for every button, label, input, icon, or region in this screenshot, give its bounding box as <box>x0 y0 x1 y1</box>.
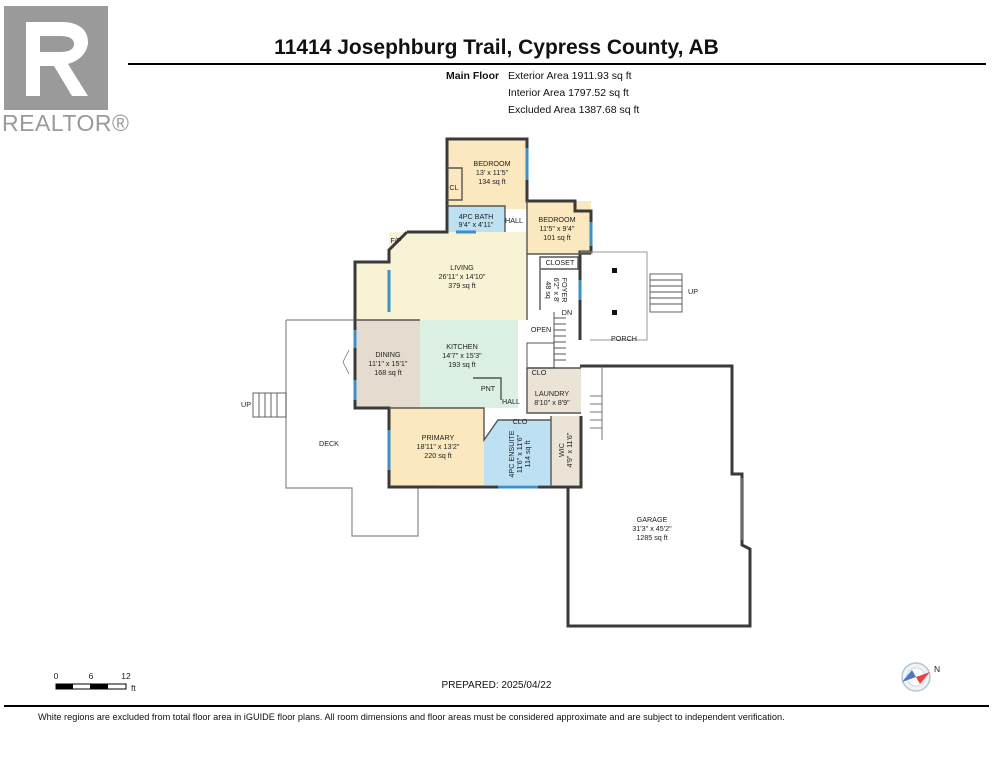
bath-name: 4PC BATH <box>459 212 494 221</box>
closet-label-cl: CL <box>449 183 458 192</box>
stairs-deck <box>252 392 287 418</box>
bedroom1-fill <box>447 139 527 209</box>
compass-icon: N <box>901 662 940 692</box>
porch-stairs-up: UP <box>688 287 698 296</box>
porch-label: PORCH <box>611 334 637 343</box>
exterior-area: Exterior Area 1911.93 sq ft <box>508 70 632 82</box>
garage-dims: 31'3" x 45'2" <box>632 524 672 533</box>
bedroom1-name: BEDROOM <box>473 159 510 168</box>
foyer-name: FOYER <box>560 278 569 303</box>
bedroom2-area: 101 sq ft <box>543 233 571 242</box>
foyer-dims: 6'2" x 8' <box>552 278 561 304</box>
laundry-closet-label: CLO <box>532 368 547 377</box>
open-label: OPEN <box>531 325 551 334</box>
foyer-area: 48 sq <box>544 281 553 299</box>
living-name: LIVING <box>450 263 474 272</box>
windows <box>353 148 593 489</box>
living-dims: 26'11" x 14'10" <box>439 272 486 281</box>
wic-name: WIC <box>557 443 566 457</box>
bath-fill <box>447 206 505 232</box>
bath-dims: 9'4" x 4'11" <box>459 220 494 229</box>
porch-post <box>612 310 617 315</box>
scale-tick-12: 12 <box>121 671 131 681</box>
excluded-area: Excluded Area 1387.68 sq ft <box>508 104 640 116</box>
stairs-porch <box>649 273 683 313</box>
dining-dims: 11'1" x 15'1" <box>369 359 408 368</box>
ensuite-fill <box>484 420 551 485</box>
compass-north-label: N <box>934 664 940 674</box>
deck-label: DECK <box>319 439 339 448</box>
wic-fill <box>551 416 581 485</box>
closet-fill <box>542 257 578 269</box>
laundry-name: LAUNDRY <box>535 389 569 398</box>
primary-area: 220 sq ft <box>424 451 452 460</box>
door-swing <box>342 349 350 375</box>
closet-label: CLOSET <box>546 258 575 267</box>
stairs-dn-label: DN <box>562 308 572 317</box>
fireplace-label: F/P <box>390 236 401 245</box>
porch-post <box>612 268 617 273</box>
dining-name: DINING <box>375 350 401 359</box>
realtor-logo <box>4 6 108 110</box>
footer-divider <box>4 705 989 707</box>
disclaimer: White regions are excluded from total fl… <box>38 712 785 722</box>
foyer-label-group: FOYER 6'2" x 8' 48 sq <box>544 278 569 304</box>
kitchen-name: KITCHEN <box>446 342 478 351</box>
primary-name: PRIMARY <box>422 433 455 442</box>
ensuite-label-group: 4PC ENSUITE 11'6" x 11'6" 114 sq ft <box>507 430 532 477</box>
page-title: 11414 Josephburg Trail, Cypress County, … <box>274 36 719 59</box>
ensuite-dims: 11'6" x 11'6" <box>515 434 524 473</box>
scale-unit: ft <box>131 683 136 693</box>
deck-outline <box>285 319 419 537</box>
ensuite-area: 114 sq ft <box>523 440 532 467</box>
kitchen-area: 193 sq ft <box>448 360 476 369</box>
prepared-date: PREPARED: 2025/04/22 <box>441 680 552 691</box>
dining-fill <box>355 320 420 408</box>
deck-stairs-up: UP <box>241 400 251 409</box>
title-divider <box>128 63 986 65</box>
open-fill <box>527 315 554 343</box>
living-fill <box>355 232 527 320</box>
hall-upper-label: HALL <box>505 216 523 225</box>
floor-label: Main Floor <box>446 70 500 82</box>
scale-tick-6: 6 <box>89 671 94 681</box>
realtor-logo-text: REALTOR® <box>2 110 130 136</box>
bedroom1-dims: 13' x 11'5" <box>476 168 509 177</box>
pantry-label: PNT <box>481 384 496 393</box>
foyer-fill <box>540 270 580 310</box>
stairs-garage <box>590 366 603 440</box>
bedroom2-name: BEDROOM <box>538 215 575 224</box>
garage-area: 1285 sq ft <box>636 533 668 542</box>
wic-dims: 4'9" x 11'6" <box>565 432 574 467</box>
laundry-fill <box>527 368 581 413</box>
bedroom2-dims: 11'5" x 9'4" <box>540 224 575 233</box>
scale-tick-0: 0 <box>54 671 59 681</box>
living-area: 379 sq ft <box>448 281 476 290</box>
dining-area: 168 sq ft <box>374 368 402 377</box>
stairs-interior <box>526 312 566 369</box>
bedroom1-area: 134 sq ft <box>478 177 506 186</box>
garage-name: GARAGE <box>637 515 668 524</box>
wic-label-group: WIC 4'9" x 11'6" <box>557 432 574 467</box>
laundry-dims: 8'10" x 8'9" <box>534 398 570 407</box>
ensuite-closet-label: CLO <box>513 417 528 426</box>
hall-lower-label: HALL <box>502 397 520 406</box>
scale-bar: 0 6 12 ft <box>54 671 137 693</box>
primary-dims: 18'11" x 13'2" <box>417 442 460 451</box>
interior-walls <box>355 167 591 487</box>
ensuite-name: 4PC ENSUITE <box>507 430 516 477</box>
interior-area: Interior Area 1797.52 sq ft <box>508 87 629 99</box>
kitchen-dims: 14'7" x 15'3" <box>442 351 482 360</box>
porch-outline <box>580 251 648 341</box>
primary-fill <box>389 408 484 487</box>
